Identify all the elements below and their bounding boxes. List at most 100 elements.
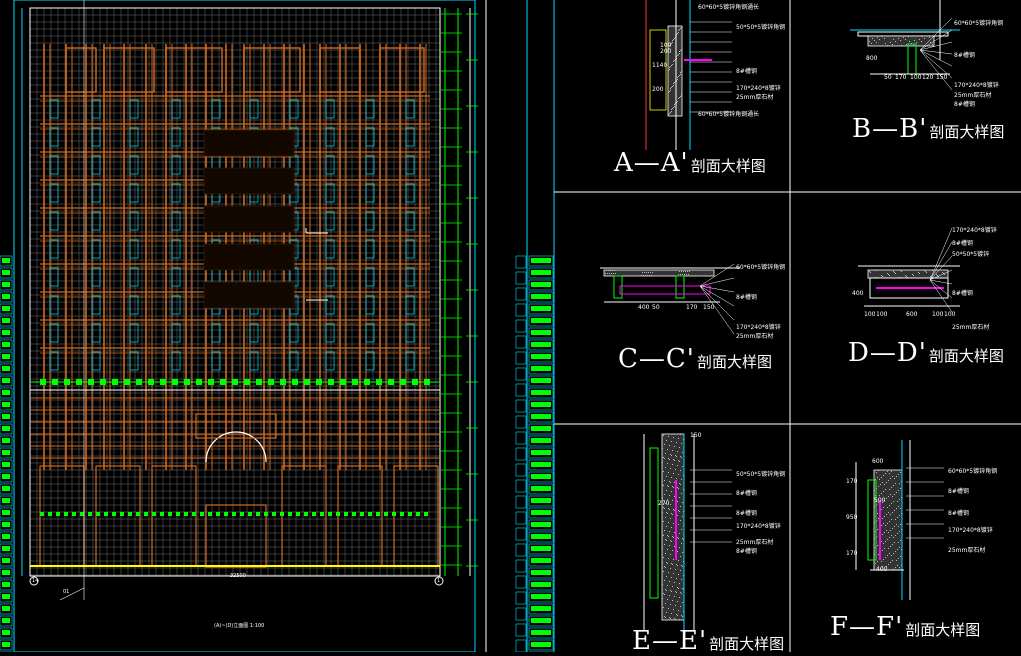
stone-speck xyxy=(896,476,897,477)
title-text-bar xyxy=(531,258,551,263)
ground-ornament xyxy=(168,512,172,516)
stone-speck xyxy=(672,64,673,65)
stone-speck xyxy=(924,38,925,39)
stone-speck xyxy=(673,487,674,488)
stone-speck xyxy=(680,592,681,593)
stone-speck xyxy=(898,558,899,559)
window xyxy=(171,267,181,287)
ground-ornament xyxy=(56,512,60,516)
stone-speck xyxy=(919,273,920,274)
stone-speck xyxy=(662,598,663,599)
title-text-bar xyxy=(531,438,551,443)
title-cell xyxy=(528,327,554,339)
stone-speck xyxy=(879,39,880,40)
stone-speck xyxy=(921,41,922,42)
stone-speck xyxy=(900,508,901,509)
title-cell xyxy=(0,471,13,483)
stone-speck xyxy=(882,502,883,503)
stone-speck xyxy=(895,535,896,536)
stone-speck xyxy=(669,581,670,582)
stone-speck xyxy=(932,44,933,45)
title-text-bar xyxy=(531,618,551,623)
title-text-bar xyxy=(531,594,551,599)
title-cell xyxy=(528,639,554,651)
stone-speck xyxy=(682,552,683,553)
stone-speck xyxy=(887,539,888,540)
ground-ornament xyxy=(384,512,388,516)
title-text-bar xyxy=(531,510,551,515)
section-b-leader xyxy=(919,17,953,51)
stone-speck xyxy=(882,518,883,519)
stone-speck xyxy=(666,490,667,491)
stone-speck xyxy=(901,45,902,46)
stone-speck xyxy=(680,50,681,51)
stone-speck xyxy=(670,568,671,569)
stone-speck xyxy=(889,521,890,522)
title-cell xyxy=(528,411,554,423)
stone-speck xyxy=(894,542,895,543)
window xyxy=(49,323,59,343)
dim-f-3: 500 xyxy=(874,497,886,504)
stone-speck xyxy=(897,517,898,518)
stone-speck xyxy=(883,523,884,524)
ground-ornament xyxy=(360,512,364,516)
ground-ornament xyxy=(400,512,404,516)
section-details xyxy=(600,0,960,630)
stone-speck xyxy=(671,109,672,110)
title-cell xyxy=(0,387,13,399)
title-text-bar xyxy=(531,366,551,371)
stone-speck xyxy=(677,451,678,452)
elevation-bottom-dimension: 32500 xyxy=(230,573,246,579)
title-cell xyxy=(0,579,13,591)
window xyxy=(365,323,375,343)
window xyxy=(171,211,181,231)
stone-speck xyxy=(674,38,675,39)
stone-speck xyxy=(883,559,884,560)
stone-speck xyxy=(885,473,886,474)
stone-speck xyxy=(671,455,672,456)
stone-speck xyxy=(888,480,889,481)
title-cell xyxy=(528,447,554,459)
stone-speck xyxy=(671,87,672,88)
stone-speck xyxy=(644,272,645,273)
stone-speck xyxy=(676,456,677,457)
stone-speck xyxy=(893,501,894,502)
stone-speck xyxy=(930,276,931,277)
stone-speck xyxy=(878,518,879,519)
window xyxy=(249,99,259,119)
stone-speck xyxy=(943,273,944,274)
dim-c-4: 150 xyxy=(703,304,715,311)
stone-speck xyxy=(896,492,897,493)
title-cell xyxy=(515,591,527,605)
stone-speck xyxy=(670,90,671,91)
title-cell xyxy=(515,303,527,317)
ground-ornament xyxy=(200,512,204,516)
title-cell xyxy=(0,603,13,615)
stone-speck xyxy=(874,522,875,523)
window xyxy=(91,323,101,343)
window xyxy=(49,267,59,287)
stone-speck xyxy=(665,453,666,454)
stone-speck xyxy=(679,497,680,498)
stone-speck xyxy=(677,615,678,616)
stone-speck xyxy=(891,535,892,536)
title-cell xyxy=(0,495,13,507)
window xyxy=(129,127,139,147)
stone-speck xyxy=(670,454,671,455)
stone-speck xyxy=(677,501,678,502)
stone-speck xyxy=(680,556,681,557)
podium-ornament xyxy=(124,379,130,385)
stone-speck xyxy=(679,97,680,98)
stone-speck xyxy=(895,273,896,274)
stone-speck xyxy=(669,595,670,596)
center-window xyxy=(203,167,295,195)
section-d-leader xyxy=(929,269,953,281)
stone-speck xyxy=(667,485,668,486)
stone-speck xyxy=(662,548,663,549)
title-cell xyxy=(515,511,527,525)
stone-speck xyxy=(666,540,667,541)
section-e-title: E—E'剖面大样图 xyxy=(632,626,785,656)
stone-speck xyxy=(675,591,676,592)
stone-speck xyxy=(680,570,681,571)
ground-ornament xyxy=(112,512,116,516)
